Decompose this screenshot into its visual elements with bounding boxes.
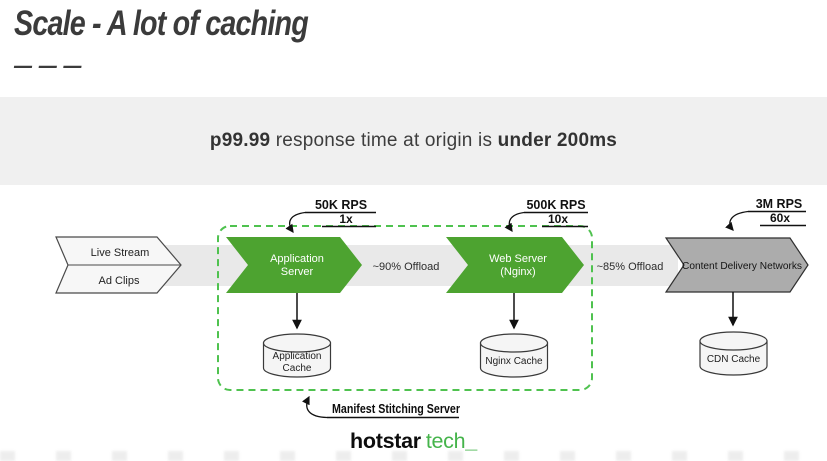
application-server-chevron: [226, 237, 362, 293]
manifest-cluster-box: [217, 225, 593, 391]
web-server-label-line1: Web Server: [489, 253, 547, 265]
banner-bold-tail: under 200ms: [497, 130, 618, 151]
cdn-chevron: [664, 237, 809, 293]
manifest-leader-arrow: [302, 395, 328, 419]
architecture-diagram: Live Stream Ad Clips Application Server …: [55, 197, 809, 419]
scale-callout-cdn: 60x: [770, 211, 790, 225]
logo-brand: hotstar: [350, 429, 421, 453]
cdn-cache-cylinder: CDN Cache: [699, 331, 768, 376]
headline-banner: p99.99 response time at origin is under …: [0, 97, 827, 185]
offload-label-85: ~85% Offload: [597, 261, 664, 273]
rps-leader-arrow-web: [504, 211, 525, 233]
web-server-label-line2: (Nginx): [500, 266, 535, 278]
rps-callout-cdn: 3M RPS: [756, 197, 803, 211]
rps-callout-web: 500K RPS: [526, 198, 585, 212]
rps-leader-arrow-cdn: [725, 210, 749, 231]
nginx-cache-cylinder: Nginx Cache: [479, 333, 549, 378]
logo-brand-suffix: tech: [425, 429, 466, 453]
rps-callout-app: 50K RPS: [315, 198, 367, 212]
manifest-cluster-label: Manifest Stitching Server: [332, 402, 460, 416]
application-cache-label-line2: Cache: [283, 363, 312, 374]
title-dashes: — — —: [14, 53, 83, 78]
offload-label-90: ~90% Offload: [373, 261, 440, 273]
banner-text: p99.99 response time at origin is under …: [210, 130, 617, 152]
logo-cursor: _: [465, 429, 477, 453]
nginx-cache-label: Nginx Cache: [485, 356, 543, 367]
background-thumbnail-strip: [0, 451, 827, 461]
application-cache-label-line1: Application: [273, 351, 322, 362]
rps-leader-arrow-app: [285, 211, 306, 234]
banner-bold-lead: p99.99: [209, 130, 271, 151]
application-server-label-line1: Application: [270, 253, 324, 265]
slide-title: Scale - A lot of caching: [14, 4, 309, 43]
cdn-cache-label: CDN Cache: [707, 354, 761, 365]
web-server-chevron: [446, 237, 584, 293]
live-stream-label: Live Stream: [91, 247, 150, 259]
scale-callout-app: 1x: [339, 212, 353, 226]
cdn-label: Content Delivery Networks: [682, 261, 802, 272]
application-server-label-line2: Server: [281, 266, 314, 278]
banner-body: response time at origin is: [270, 130, 498, 151]
application-cache-cylinder: Application Cache: [262, 333, 332, 378]
ad-clips-label: Ad Clips: [99, 275, 140, 287]
scale-callout-web: 10x: [548, 212, 568, 226]
